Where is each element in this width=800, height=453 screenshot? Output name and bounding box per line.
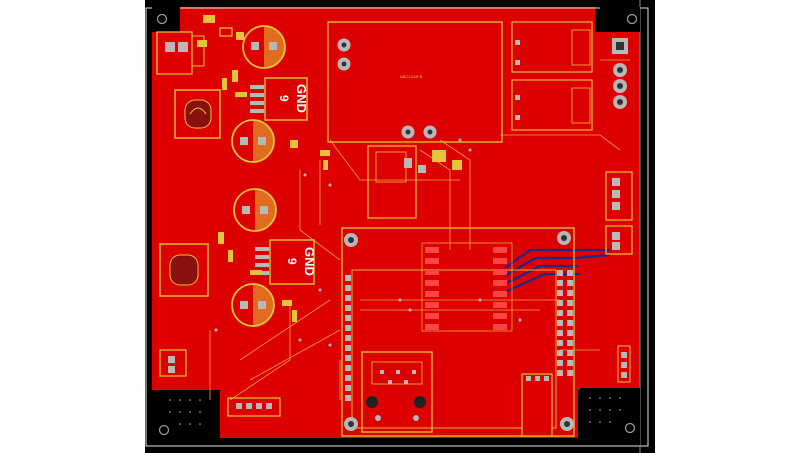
board-edge-outline xyxy=(145,7,649,447)
vias xyxy=(214,138,522,347)
inductor-l2[interactable] xyxy=(159,243,209,297)
module-k3[interactable] xyxy=(511,79,593,131)
connector-j6[interactable] xyxy=(521,373,553,437)
module-k2[interactable] xyxy=(511,21,593,73)
pin-header-right[interactable] xyxy=(557,270,573,376)
gnd-label-upper-num: 9 xyxy=(277,95,291,102)
resistor-array-right[interactable] xyxy=(493,247,507,330)
mcu-board[interactable] xyxy=(341,227,575,437)
module-silk-text: ABC1234FB xyxy=(400,74,423,79)
module-k1[interactable]: ABC1234FB xyxy=(327,21,503,143)
connector-j2[interactable] xyxy=(605,171,633,221)
terminal-block-right[interactable] xyxy=(612,38,628,109)
pin-header-left[interactable] xyxy=(345,275,351,401)
capacitor-c4[interactable] xyxy=(231,283,275,327)
passive-components-left[interactable] xyxy=(218,78,330,322)
regulator-u1[interactable]: GND 9 xyxy=(250,77,309,121)
signal-traces xyxy=(209,59,630,401)
smd-components-top[interactable] xyxy=(197,15,244,82)
corner-mount-bottom-left[interactable] xyxy=(152,390,210,445)
gnd-label-lower-num: 9 xyxy=(285,258,299,265)
inductor-l1[interactable] xyxy=(174,89,221,139)
smd-cluster-center[interactable] xyxy=(418,150,462,173)
capacitor-c1[interactable] xyxy=(242,25,286,69)
resistor-array-left[interactable] xyxy=(425,247,439,330)
corner-mount-top-right[interactable] xyxy=(600,7,640,32)
connector-j1[interactable] xyxy=(156,31,205,75)
connector-j4[interactable] xyxy=(227,397,281,417)
module-u3[interactable] xyxy=(367,145,417,219)
regulator-u2[interactable]: GND 9 xyxy=(255,239,317,285)
ethernet-jack[interactable] xyxy=(361,351,433,433)
capacitor-c2[interactable] xyxy=(231,119,275,163)
gnd-label-lower: GND xyxy=(302,247,317,276)
corner-mount-top-left[interactable] xyxy=(152,7,180,32)
left-margin xyxy=(145,0,152,453)
connector-j7[interactable] xyxy=(617,345,631,383)
via-stitch-dots xyxy=(169,397,621,425)
resistor-array-outline xyxy=(421,242,513,332)
gnd-label-upper: GND xyxy=(294,84,309,113)
corner-mount-bottom-right[interactable] xyxy=(580,388,640,445)
capacitor-c3[interactable] xyxy=(233,188,277,232)
connector-j3[interactable] xyxy=(605,225,633,255)
connector-j5[interactable] xyxy=(159,349,187,377)
